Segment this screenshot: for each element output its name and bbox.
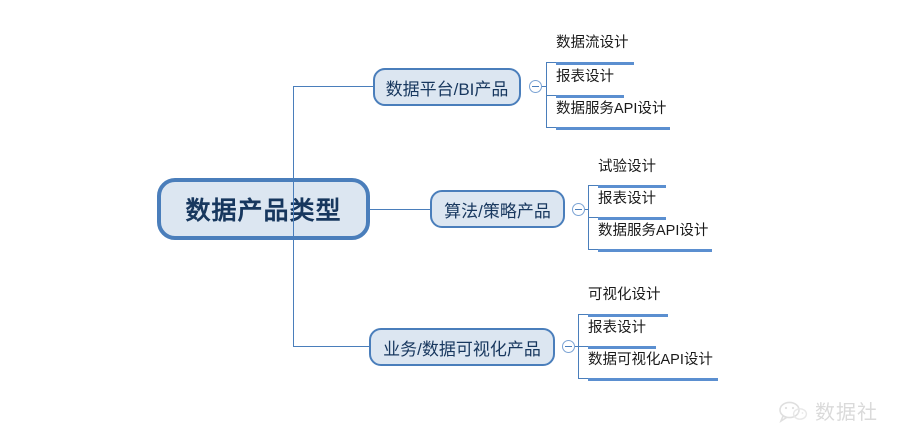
connector-branch-2 — [370, 209, 430, 210]
watermark: 数据社 — [778, 396, 878, 425]
connector-branch-1 — [293, 86, 373, 87]
leaf-underline-b2-1 — [598, 185, 666, 188]
connector-b1-leaf-3 — [546, 127, 558, 128]
leaf-underline-b3-1 — [588, 314, 668, 317]
leaf-underline-b3-2 — [588, 346, 656, 349]
leaf-underline-b2-2 — [598, 217, 666, 220]
leaf-underline-b3-3 — [588, 378, 718, 381]
leaf-underline-b1-3 — [556, 127, 670, 130]
branch-node-2-label: 算法/策略产品 — [444, 201, 551, 221]
connector-b3-leaf-1 — [578, 314, 590, 315]
connector-b3-toggle-stub — [575, 346, 578, 347]
collapse-toggle-branch-2[interactable] — [572, 203, 585, 216]
leaf-underline-b1-1 — [556, 62, 634, 65]
collapse-toggle-branch-1[interactable] — [529, 80, 542, 93]
collapse-toggle-branch-3[interactable] — [562, 340, 575, 353]
leaf-label-b3-3[interactable]: 数据可视化API设计 — [588, 352, 713, 368]
branch-node-3-label: 业务/数据可视化产品 — [383, 339, 541, 359]
connector-b2-leaf-3 — [588, 249, 600, 250]
leaf-label-b3-2[interactable]: 报表设计 — [588, 320, 646, 336]
connector-b3-leaf-3 — [578, 378, 590, 379]
connector-b1-leaf-1 — [546, 62, 558, 63]
leaf-underline-b1-2 — [556, 95, 624, 98]
leaf-label-b2-3[interactable]: 数据服务API设计 — [598, 223, 709, 239]
connector-b2-leaf-1 — [588, 185, 600, 186]
connector-b1-trunk — [546, 62, 547, 127]
watermark-text: 数据社 — [815, 402, 878, 424]
chat-bubble-icon — [778, 399, 808, 423]
connector-b1-leaf-2 — [546, 95, 558, 96]
branch-node-3[interactable]: 业务/数据可视化产品 — [369, 328, 555, 366]
branch-node-2[interactable]: 算法/策略产品 — [430, 190, 565, 228]
connector-main-trunk — [293, 86, 294, 347]
branch-node-1-label: 数据平台/BI产品 — [385, 79, 509, 99]
root-node[interactable]: 数据产品类型 — [157, 178, 370, 240]
root-node-label: 数据产品类型 — [185, 197, 342, 225]
connector-b3-leaf-2 — [578, 346, 590, 347]
connector-branch-3 — [293, 346, 369, 347]
leaf-label-b2-1[interactable]: 试验设计 — [598, 159, 656, 175]
leaf-label-b1-3[interactable]: 数据服务API设计 — [556, 101, 667, 117]
leaf-label-b3-1[interactable]: 可视化设计 — [588, 287, 661, 303]
leaf-underline-b2-3 — [598, 249, 712, 252]
leaf-label-b1-1[interactable]: 数据流设计 — [556, 35, 629, 51]
connector-b2-toggle-stub — [585, 209, 588, 210]
connector-b1-toggle-stub — [542, 86, 546, 87]
leaf-label-b1-2[interactable]: 报表设计 — [556, 69, 614, 85]
leaf-label-b2-2[interactable]: 报表设计 — [598, 191, 656, 207]
branch-node-1[interactable]: 数据平台/BI产品 — [373, 68, 521, 106]
connector-b2-leaf-2 — [588, 217, 600, 218]
